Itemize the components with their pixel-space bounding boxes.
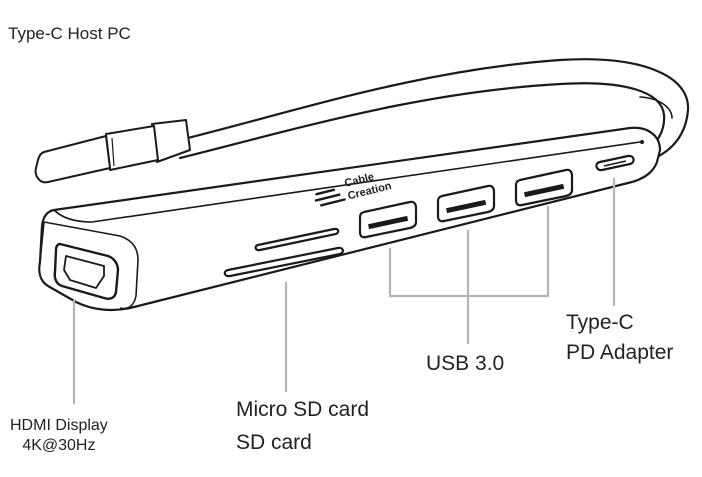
label-hdmi-line1: HDMI Display (10, 417, 108, 434)
leader-lines (72, 178, 616, 404)
label-hdmi-line2: 4K@30Hz (22, 437, 96, 454)
hub-body (38, 126, 662, 312)
sd-slot (223, 246, 344, 278)
usb-port-3 (514, 168, 574, 207)
label-host-text: Type-C Host PC (8, 24, 131, 43)
micro-sd-slot (254, 227, 340, 252)
led-indicator (640, 140, 644, 144)
label-usb-text: USB 3.0 (426, 352, 505, 375)
label-pd-line2: PD Adapter (566, 341, 674, 365)
label-usb: USB 3.0 (426, 352, 504, 376)
label-pd-adapter: Type-C PD Adapter (566, 308, 673, 369)
sd-card-slots (223, 227, 344, 278)
label-sd-card: Micro SD card SD card (236, 394, 369, 459)
usb-port-1 (358, 200, 418, 239)
type-c-pd-port (595, 154, 635, 172)
label-pd-line1: Type-C (566, 311, 634, 334)
usb-ports (358, 168, 574, 239)
label-sd-line1: Micro SD card (236, 398, 370, 421)
usb-c-cable (178, 58, 690, 160)
usb-port-2 (436, 184, 496, 223)
label-host-pc: Type-C Host PC (8, 24, 131, 44)
label-sd-line2: SD card (236, 430, 312, 454)
hdmi-port (53, 242, 120, 300)
label-hdmi: HDMI Display 4K@30Hz (10, 416, 108, 456)
type-c-plug (34, 119, 191, 184)
